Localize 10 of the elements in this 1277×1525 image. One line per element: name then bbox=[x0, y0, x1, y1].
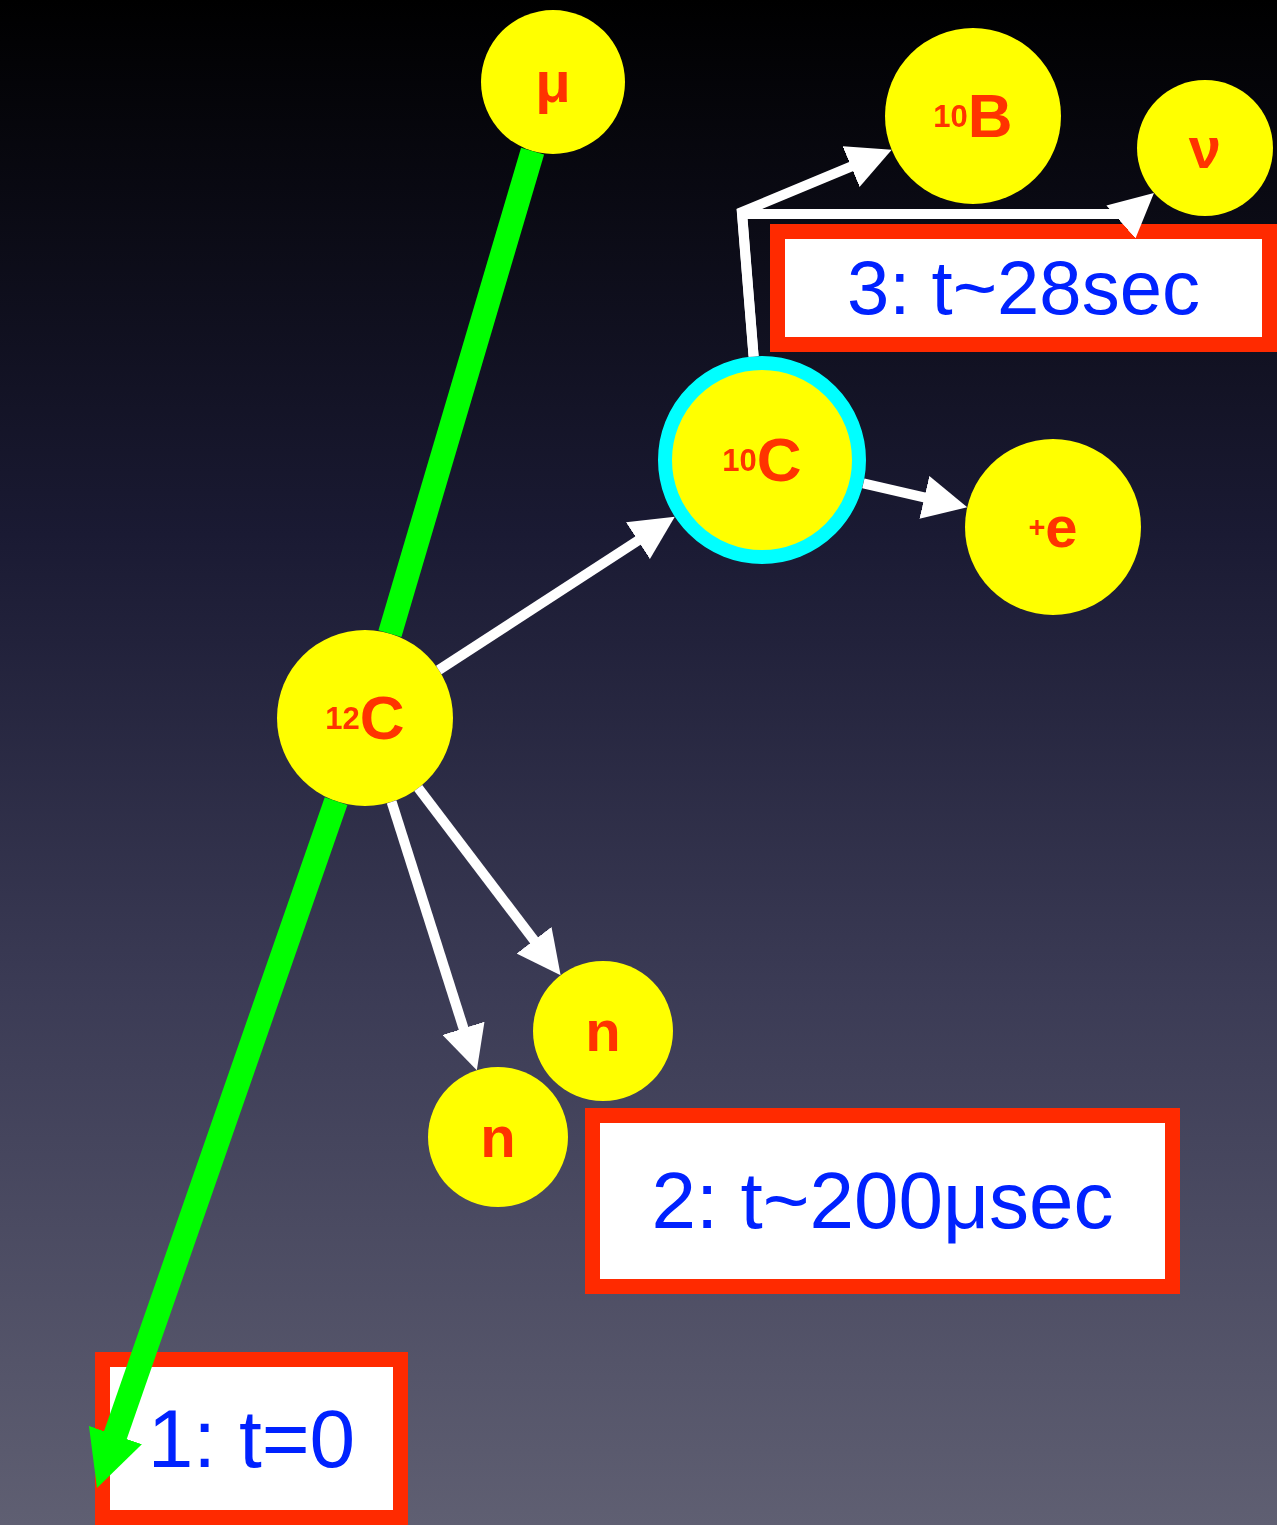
arrow bbox=[436, 516, 675, 675]
arrow bbox=[736, 146, 892, 357]
arrow bbox=[414, 785, 561, 976]
arrow bbox=[862, 475, 968, 519]
time-label-box: 3: t~28sec bbox=[770, 224, 1277, 352]
arrow bbox=[88, 797, 348, 1488]
arrow bbox=[386, 800, 485, 1071]
time-label-box: 2: t~200μsec bbox=[585, 1108, 1180, 1294]
arrow bbox=[736, 192, 1154, 357]
time-label-box: 1: t=0 bbox=[95, 1352, 408, 1525]
